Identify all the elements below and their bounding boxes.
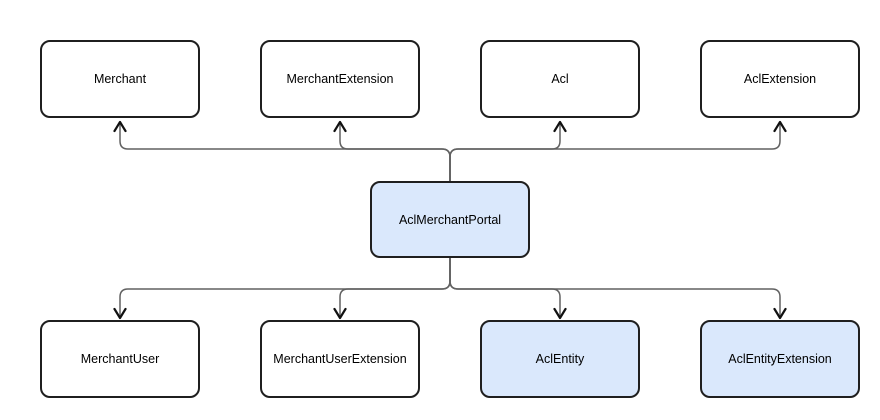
node-acl-label: Acl [551,72,569,86]
node-merchant-user-label: MerchantUser [80,352,160,366]
edge-portal-to-merchant-user-extension [333,258,451,320]
edge-portal-to-merchant-user [113,258,451,320]
node-acl-entity-label: AclEntity [535,352,585,366]
node-acl-extension-label: AclExtension [743,72,817,86]
edge-portal-to-acl [449,120,567,181]
node-acl[interactable]: Acl [480,40,640,118]
node-acl-extension[interactable]: AclExtension [700,40,860,118]
node-merchant-user-extension-label: MerchantUserExtension [273,352,407,366]
node-acl-entity-extension-label: AclEntityExtension [728,352,832,366]
edge-portal-to-acl-extension [449,120,787,181]
node-merchant-user[interactable]: MerchantUser [40,320,200,398]
node-acl-merchant-portal[interactable]: AclMerchantPortal [370,181,530,258]
node-acl-entity-extension[interactable]: AclEntityExtension [700,320,860,398]
edge-portal-to-acl-entity-extension [449,258,787,320]
edge-portal-to-merchant [113,120,451,181]
edge-portal-to-acl-entity [449,258,567,320]
node-merchant-user-extension[interactable]: MerchantUserExtension [260,320,420,398]
node-merchant-label: Merchant [93,72,147,86]
node-acl-entity[interactable]: AclEntity [480,320,640,398]
node-acl-merchant-portal-label: AclMerchantPortal [398,212,502,227]
node-merchant[interactable]: Merchant [40,40,200,118]
node-merchant-extension[interactable]: MerchantExtension [260,40,420,118]
edge-portal-to-merchant-extension [333,120,451,181]
node-merchant-extension-label: MerchantExtension [286,72,394,86]
